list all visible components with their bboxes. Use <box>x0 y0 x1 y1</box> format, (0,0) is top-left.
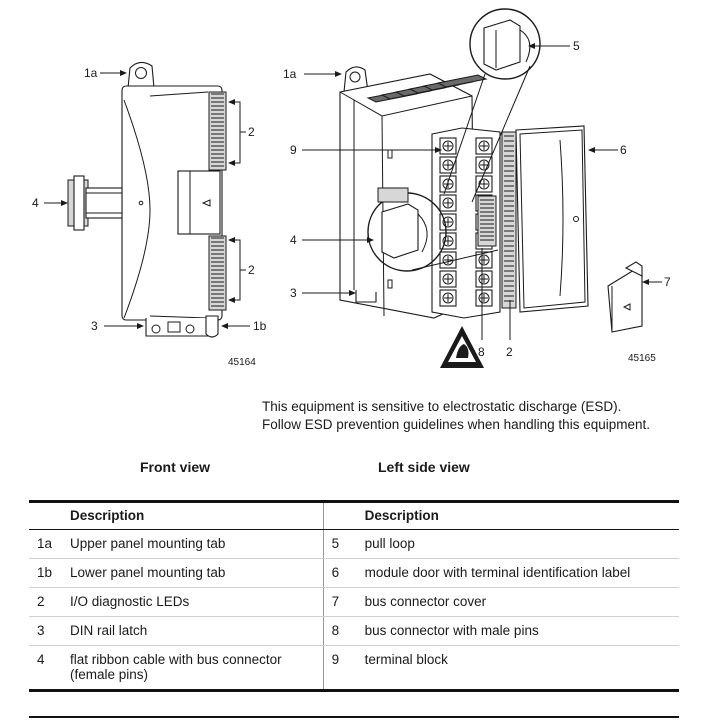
figure-number-side: 45165 <box>628 353 656 364</box>
figure-number-front: 45164 <box>228 357 256 368</box>
table-row: 3 DIN rail latch 8 bus connector with ma… <box>29 616 679 646</box>
table-cell-description: pull loop <box>356 529 679 559</box>
callout-2-side: 2 <box>506 345 513 359</box>
front-ribbon-cable <box>67 175 123 231</box>
table-cell-number: 2 <box>29 587 62 617</box>
table-cell-number: 8 <box>322 616 357 646</box>
callout-9: 9 <box>290 143 297 157</box>
table-cell-number: 3 <box>29 616 62 646</box>
front-din-rail-latch <box>145 315 219 338</box>
table-cell-number: 1b <box>29 558 62 588</box>
callout-5: 5 <box>573 39 580 53</box>
callout-2-front-bottom: 2 <box>248 263 255 277</box>
table-row: 1b Lower panel mounting tab 6 module doo… <box>29 558 679 588</box>
side-led-strip <box>501 131 517 309</box>
table-cell-description: bus connector cover <box>356 587 679 617</box>
side-view-drawing: 1a 5 9 6 4 7 3 8 2 45165 <box>283 8 671 368</box>
table-cell-description: Upper panel mounting tab <box>62 529 324 559</box>
callout-1a-side: 1a <box>283 67 297 81</box>
module-diagram: 1a 2 2 4 3 1b 45164 <box>32 8 671 368</box>
esd-notice: This equipment is sensitive to electrost… <box>262 398 650 434</box>
front-led-strip-top <box>208 91 227 171</box>
table-cell-description: I/O diagnostic LEDs <box>62 587 324 617</box>
table-cell-number: 1a <box>29 529 62 559</box>
esd-notice-line-2: Follow ESD prevention guidelines when ha… <box>262 417 650 432</box>
table-cell-description: bus connector with male pins <box>356 616 679 646</box>
callout-6: 6 <box>620 143 627 157</box>
table-cell-number: 5 <box>322 529 357 559</box>
table-header-row: Description Description <box>29 500 679 530</box>
ribbon-cable-magnifier <box>367 187 447 272</box>
front-view-caption: Front view <box>140 459 211 475</box>
side-view-caption: Left side view <box>378 459 470 475</box>
side-din-rail-latch <box>355 290 377 303</box>
table-cell-description: Lower panel mounting tab <box>62 558 324 588</box>
table-cell-description: flat ribbon cable with bus connector (fe… <box>62 645 324 692</box>
module-body-front <box>121 85 223 321</box>
terminal-screw <box>478 159 490 171</box>
table-cell-description-line-2: (female pins) <box>70 667 149 682</box>
bus-connector-male-pins <box>477 195 497 247</box>
callout-7: 7 <box>664 275 671 289</box>
terminal-screw <box>442 235 454 247</box>
side-upper-mounting-tab <box>343 66 369 93</box>
table-cell-number: 9 <box>322 645 357 692</box>
heat-vent <box>436 74 488 88</box>
description-table: Description Description 1a Upper panel m… <box>29 500 679 692</box>
table-row: 2 I/O diagnostic LEDs 7 bus connector co… <box>29 587 679 617</box>
table-cell-description-line-1: flat ribbon cable with bus connector <box>70 652 282 667</box>
terminal-screw <box>442 292 454 304</box>
terminal-screw <box>442 216 454 228</box>
module-door <box>515 125 589 313</box>
esd-warning-icon <box>440 326 484 368</box>
front-view-drawing: 1a 2 2 4 3 1b 45164 <box>32 61 267 368</box>
callout-1a-front: 1a <box>84 66 98 80</box>
terminal-screw <box>442 159 454 171</box>
terminal-screw <box>442 273 454 285</box>
terminal-screw <box>478 178 490 190</box>
pull-loop-magnifier <box>469 8 541 80</box>
callout-8: 8 <box>478 345 485 359</box>
table-cell-description: terminal block <box>356 645 679 692</box>
table-cell-number: 6 <box>322 558 357 588</box>
terminal-screw <box>478 140 490 152</box>
table-header-description-left: Description <box>62 500 324 530</box>
terminal-screw <box>478 292 490 304</box>
callout-1b-front: 1b <box>253 319 267 333</box>
bus-connector-cover <box>607 261 643 333</box>
table-row: 4 flat ribbon cable with bus connector (… <box>29 645 679 692</box>
esd-notice-line-1: This equipment is sensitive to electrost… <box>262 399 622 414</box>
front-led-strip-bottom <box>208 235 227 311</box>
callout-4-front: 4 <box>32 196 39 210</box>
table-header-description-right: Description <box>356 500 679 530</box>
upper-mounting-tab <box>127 61 155 89</box>
terminal-screw <box>478 273 490 285</box>
terminal-screw <box>442 178 454 190</box>
table-cell-number: 4 <box>29 645 62 692</box>
terminal-screw <box>442 197 454 209</box>
table-cell-description: module door with terminal identification… <box>356 558 679 588</box>
table-row: 1a Upper panel mounting tab 5 pull loop <box>29 529 679 559</box>
terminal-screw <box>442 140 454 152</box>
terminal-screw <box>478 254 490 266</box>
callout-4-side: 4 <box>290 233 297 247</box>
table-cell-number: 7 <box>322 587 357 617</box>
callout-3-side: 3 <box>290 286 297 300</box>
callout-2-front-top: 2 <box>248 125 255 139</box>
callout-3-front: 3 <box>91 319 98 333</box>
table-cell-description: DIN rail latch <box>62 616 324 646</box>
bottom-rule <box>29 716 679 718</box>
